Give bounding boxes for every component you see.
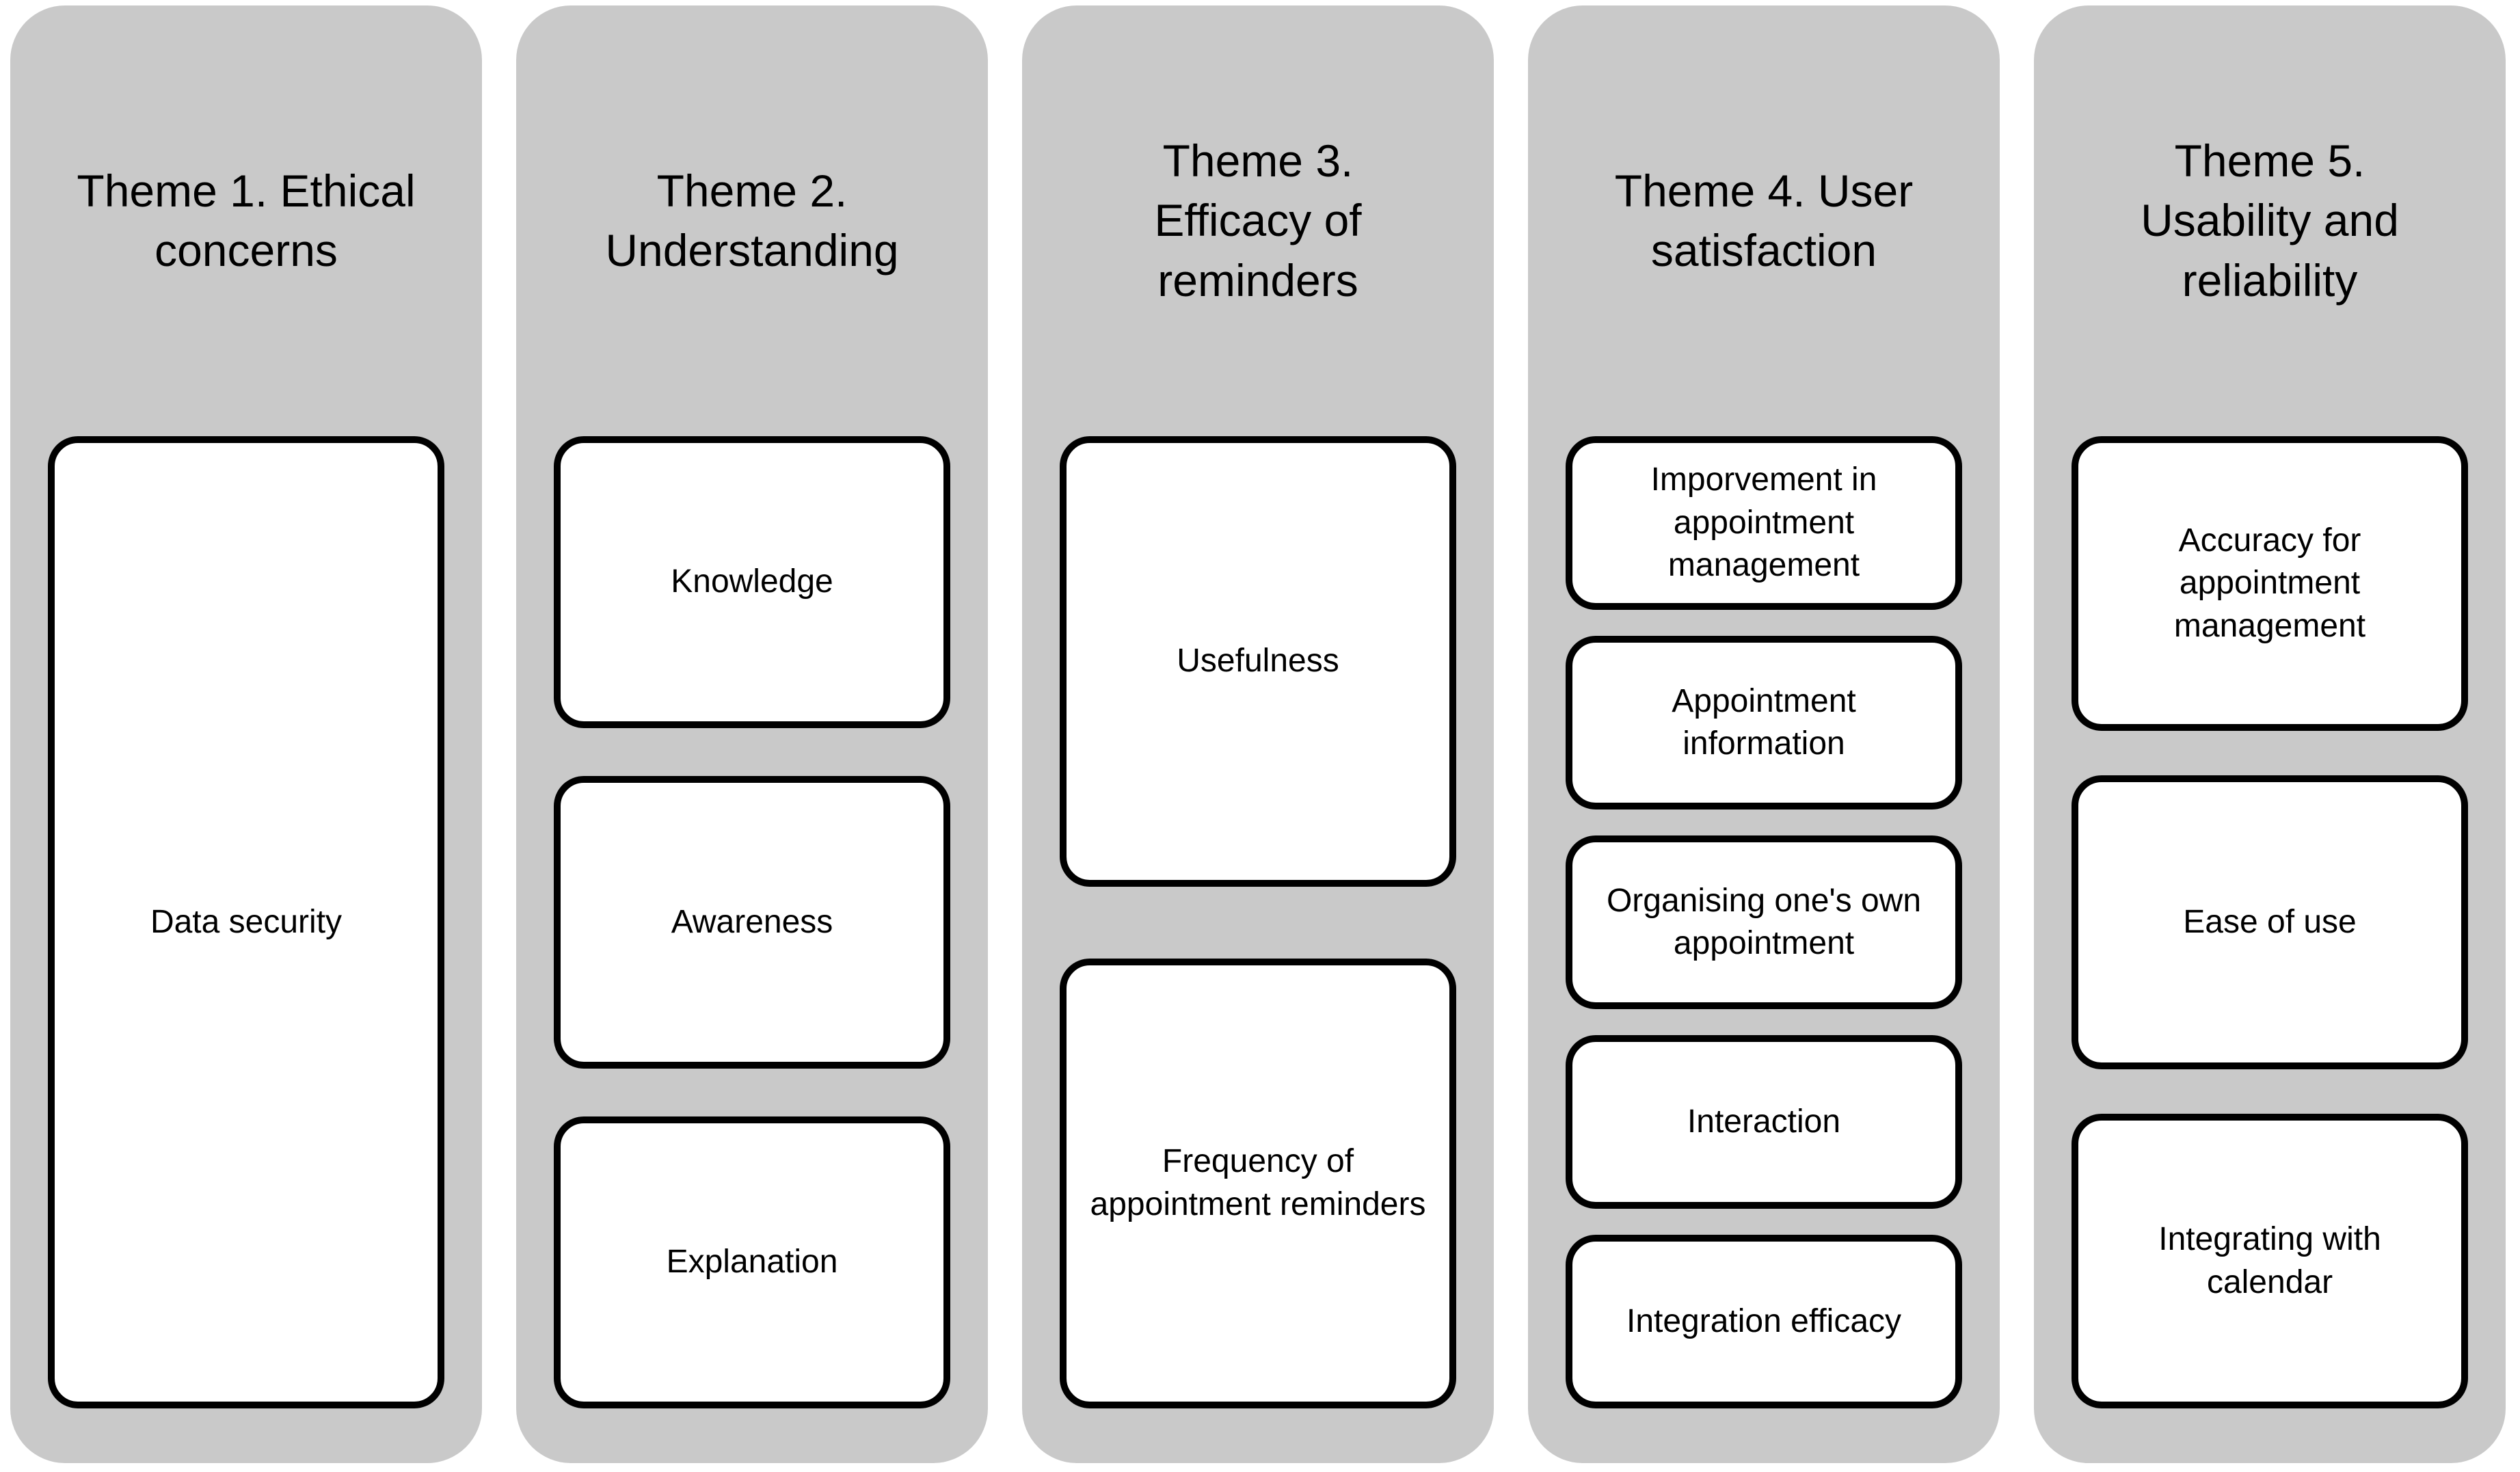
subtheme-box: Data security — [48, 436, 444, 1408]
subtheme-box: Ease of use — [2072, 775, 2468, 1070]
theme-column-4: Theme 4. User satisfaction Imporvement i… — [1528, 5, 2000, 1463]
subtheme-label: Accuracy for appointment management — [2173, 522, 2366, 644]
subtheme-label: Appointment information — [1672, 682, 1856, 762]
subtheme-label: Integrating with calendar — [2158, 1221, 2381, 1300]
subtheme-label: Frequency of appointment reminders — [1090, 1143, 1426, 1222]
theme-5-header: Theme 5. Usability and reliability — [2072, 5, 2468, 436]
subtheme-box: Accuracy for appointment management — [2072, 436, 2468, 731]
subtheme-box: Integrating with calendar — [2072, 1114, 2468, 1409]
theme-3-header: Theme 3. Efficacy of reminders — [1060, 5, 1456, 436]
subtheme-label: Usefulness — [1177, 643, 1339, 680]
theme-column-2: Theme 2. Understanding Knowledge Awarene… — [516, 5, 988, 1463]
subtheme-label: Awareness — [671, 903, 833, 940]
subtheme-label: Imporvement in appointment management — [1650, 461, 1877, 584]
theme-1-title: Theme 1. Ethical concerns — [77, 165, 416, 276]
theme-2-header: Theme 2. Understanding — [554, 5, 950, 436]
theme-2-title: Theme 2. Understanding — [605, 165, 899, 276]
subtheme-label: Ease of use — [2183, 903, 2357, 940]
theme-1-boxes: Data security — [48, 436, 444, 1408]
theme-3-boxes: Usefulness Frequency of appointment remi… — [1060, 436, 1456, 1408]
subtheme-box: Frequency of appointment reminders — [1060, 958, 1456, 1408]
theme-column-3: Theme 3. Efficacy of reminders Usefulnes… — [1022, 5, 1494, 1463]
subtheme-box: Awareness — [554, 776, 950, 1069]
subtheme-box: Appointment information — [1566, 636, 1962, 809]
theme-5-boxes: Accuracy for appointment management Ease… — [2072, 436, 2468, 1409]
theme-column-1: Theme 1. Ethical concerns Data security — [10, 5, 482, 1463]
subtheme-box: Usefulness — [1060, 436, 1456, 887]
subtheme-box: Imporvement in appointment management — [1566, 436, 1962, 610]
theme-3-title: Theme 3. Efficacy of reminders — [1154, 135, 1362, 306]
subtheme-label: Data security — [150, 903, 343, 940]
theme-4-boxes: Imporvement in appointment management Ap… — [1566, 436, 1962, 1408]
theme-5-title: Theme 5. Usability and reliability — [2141, 135, 2399, 306]
subtheme-label: Explanation — [666, 1244, 838, 1281]
theme-2-boxes: Knowledge Awareness Explanation — [554, 436, 950, 1408]
subtheme-box: Interaction — [1566, 1035, 1962, 1209]
subtheme-box: Knowledge — [554, 436, 950, 729]
subtheme-box: Integration efficacy — [1566, 1235, 1962, 1408]
subtheme-label: Knowledge — [671, 563, 833, 600]
theme-4-header: Theme 4. User satisfaction — [1566, 5, 1962, 436]
theme-4-title: Theme 4. User satisfaction — [1614, 165, 1914, 276]
theme-1-header: Theme 1. Ethical concerns — [48, 5, 444, 436]
theme-column-5: Theme 5. Usability and reliability Accur… — [2034, 5, 2506, 1463]
subtheme-box: Explanation — [554, 1116, 950, 1408]
subtheme-box: Organising one's own appointment — [1566, 835, 1962, 1009]
subtheme-label: Interaction — [1687, 1103, 1841, 1140]
subtheme-label: Organising one's own appointment — [1606, 882, 1922, 961]
subtheme-label: Integration efficacy — [1626, 1302, 1902, 1339]
